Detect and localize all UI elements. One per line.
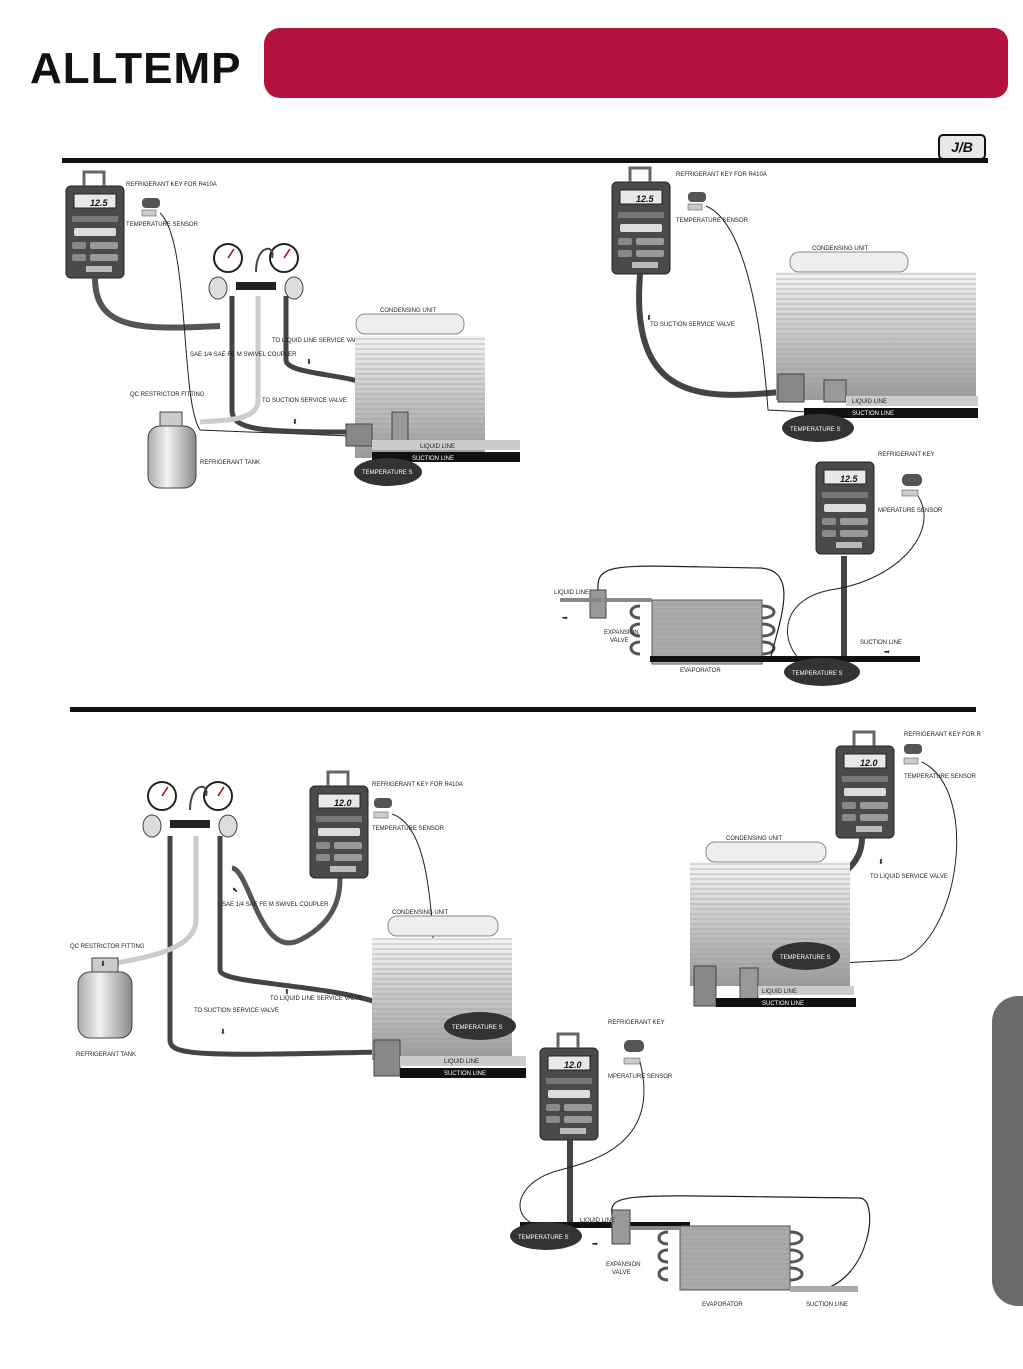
label-ref-key-4: REFRIGERANT KEY FOR R410A bbox=[372, 782, 463, 788]
arrow-1a: ⬇ bbox=[306, 358, 312, 366]
label-suction-line-4: SUCTION LINE bbox=[444, 1071, 486, 1077]
label-liquid-line-4: LIQUID LINE bbox=[444, 1059, 479, 1065]
arrow-4c: ⬇ bbox=[220, 1028, 226, 1036]
arrow-3b: ➡ bbox=[884, 649, 890, 656]
label-liquid-line-5: LIQUID LINE bbox=[762, 989, 797, 995]
label-ref-key-3: REFRIGERANT KEY bbox=[878, 452, 935, 458]
label-temp-sensor-3: MPERATURE SENSOR bbox=[878, 508, 943, 514]
label-qc-fitting-1: QC RESTRICTOR FITTING bbox=[130, 392, 205, 398]
label-suction-line-6: SUCTION LINE bbox=[806, 1302, 848, 1308]
arrow-2a: ⬇ bbox=[646, 314, 652, 322]
label-tank-4: REFRIGERANT TANK bbox=[76, 1052, 136, 1058]
label-condensing-2: CONDENSING UNIT bbox=[812, 246, 869, 252]
label-liquid-line-2: LIQUID LINE bbox=[852, 399, 887, 405]
label-temp-bubble-6: TEMPERATURE S bbox=[518, 1235, 569, 1241]
label-evaporator-3: EVAPORATOR bbox=[680, 668, 721, 674]
label-temp-bubble-3: TEMPERATURE S bbox=[792, 671, 843, 677]
label-temp-bubble-2: TEMPERATURE S bbox=[790, 427, 841, 433]
diagram-4: SAE 1/4 SAE FE M SWIVEL COUPLER ⬉ 12.0 R… bbox=[70, 770, 526, 1078]
label-temp-sensor-4: TEMPERATURE SENSOR bbox=[372, 826, 445, 832]
meter-reading-3: 12.5 bbox=[840, 474, 859, 484]
section-divider-middle bbox=[70, 707, 976, 712]
label-liquid-line-1: LIQUID LINE bbox=[420, 444, 455, 450]
side-tab bbox=[992, 996, 1023, 1306]
arrow-1b: ⬇ bbox=[292, 418, 298, 426]
label-tank-1: REFRIGERANT TANK bbox=[200, 460, 260, 466]
label-expansion-3: EXPANSION bbox=[604, 630, 639, 636]
label-liquid-line-6: LIQUID LINE bbox=[580, 1218, 615, 1224]
label-condensing-5: CONDENSING UNIT bbox=[726, 836, 783, 842]
diagram-6: 12.0 REFRIGERANT KEY MPERATURE SENSOR TE… bbox=[510, 1020, 871, 1308]
section-divider-top bbox=[62, 158, 988, 163]
arrow-4b: ⬆ bbox=[284, 988, 290, 996]
meter-reading-6: 12.0 bbox=[564, 1060, 582, 1070]
label-ref-key-1: REFRIGERANT KEY FOR R410A bbox=[126, 182, 217, 188]
label-expansion-6: EXPANSION bbox=[606, 1262, 641, 1268]
label-temp-sensor-5: TEMPERATURE SENSOR bbox=[904, 774, 977, 780]
arrow-5a: ⬇ bbox=[878, 858, 884, 866]
label-condensing-1: CONDENSING UNIT bbox=[380, 308, 437, 314]
label-ref-key-5: REFRIGERANT KEY FOR R bbox=[904, 732, 981, 738]
diagram-2: 12.5 REFRIGERANT KEY FOR R410A TEMPERATU… bbox=[611, 166, 978, 442]
arrow-4d: ⬇ bbox=[100, 960, 106, 968]
arrow-3a: ➡ bbox=[562, 615, 568, 622]
label-suction-line-2: SUCTION LINE bbox=[852, 411, 894, 417]
label-suction-line-3: SUCTION LINE bbox=[860, 640, 902, 646]
label-suction-line-5: SUCTION LINE bbox=[762, 1001, 804, 1007]
label-liquid-valve-5: TO LIQUID SERVICE VALVE bbox=[870, 874, 948, 880]
label-liquid-line-3: LIQUID LINE bbox=[554, 590, 589, 596]
label-temp-sensor-2: TEMPERATURE SENSOR bbox=[676, 218, 749, 224]
alltemp-logo: ALLTEMP bbox=[30, 44, 242, 93]
label-temp-bubble-5: TEMPERATURE S bbox=[780, 955, 831, 961]
meter-reading-5: 12.0 bbox=[860, 758, 878, 768]
label-temp-sensor-6: MPERATURE SENSOR bbox=[608, 1074, 673, 1080]
diagram-3: 12.5 REFRIGERANT KEY MPERATURE SENSOR TE… bbox=[554, 452, 943, 686]
header-banner bbox=[264, 28, 1008, 98]
label-qc-fitting-4: QC RESTRICTOR FITTING bbox=[70, 944, 145, 950]
label-suction-line-1: SUCTION LINE bbox=[412, 456, 454, 462]
label-liquid-valve-1: TO LIQUID LINE SERVICE VALVE bbox=[272, 338, 365, 344]
label-evaporator-6: EVAPORATOR bbox=[702, 1302, 743, 1308]
arrow-4a: ⬉ bbox=[232, 887, 238, 894]
label-valve-3: VALVE bbox=[610, 638, 628, 644]
label-temp-sensor-1: TEMPERATURE SENSOR bbox=[126, 222, 199, 228]
label-suction-valve-4: TO SUCTION SERVICE VALVE bbox=[194, 1008, 279, 1014]
meter-reading-1: 12.5 bbox=[90, 198, 109, 208]
label-coupler-1: SAE 1/4 SAE FE M SWIVEL COUPLER bbox=[190, 352, 297, 358]
label-ref-key-6: REFRIGERANT KEY bbox=[608, 1020, 665, 1026]
label-suction-valve-1: TO SUCTION SERVICE VALVE bbox=[262, 398, 347, 404]
meter-reading-4: 12.0 bbox=[334, 798, 352, 808]
arrow-6a: ➡ bbox=[592, 1241, 598, 1248]
label-suction-valve-2: TO SUCTION SERVICE VALVE bbox=[650, 322, 735, 328]
label-ref-key-2: REFRIGERANT KEY FOR R410A bbox=[676, 172, 767, 178]
label-temp-bubble-4: TEMPERATURE S bbox=[452, 1025, 503, 1031]
diagram-1: 12.5 REFRIGERANT KEY FOR R410A TEMPERATU… bbox=[65, 170, 520, 489]
label-liquid-valve-4: TO LIQUID LINE SERVICE VALVE bbox=[270, 996, 363, 1002]
label-temp-bubble-1: TEMPERATURE S bbox=[362, 470, 413, 476]
diagram-5: 12.0 REFRIGERANT KEY FOR R TEMPERATURE S… bbox=[690, 730, 981, 1007]
meter-reading-2: 12.5 bbox=[636, 194, 655, 204]
label-condensing-4: CONDENSING UNIT bbox=[392, 910, 449, 916]
label-coupler-4: SAE 1/4 SAE FE M SWIVEL COUPLER bbox=[222, 902, 329, 908]
label-valve-6: VALVE bbox=[612, 1270, 630, 1276]
